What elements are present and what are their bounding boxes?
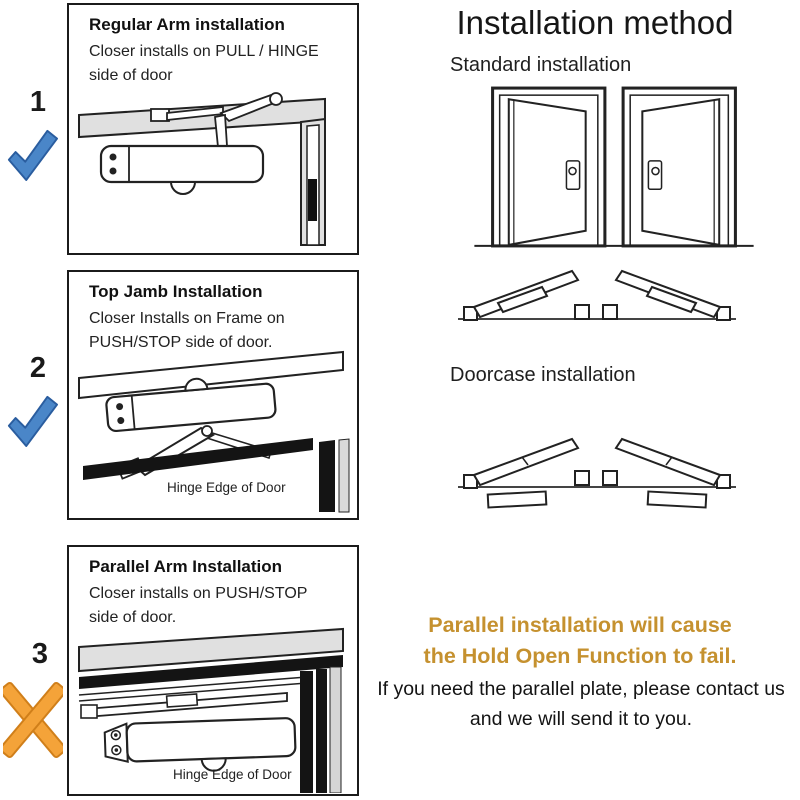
standard-installation-plan-figure [458, 269, 736, 321]
standard-installation-doors-figure [474, 86, 754, 248]
doorcase-installation-plan-figure [458, 437, 736, 509]
check-icon [7, 129, 59, 181]
step-number-2: 2 [29, 352, 47, 384]
standard-installation-heading: Standard installation [450, 54, 632, 76]
panel-description: Closer Installs on Frame on PUSH/STOP si… [89, 310, 285, 351]
panel-title: Top Jamb Installation [89, 282, 263, 301]
step-number-3: 3 [31, 638, 49, 670]
top-jamb-diagram [78, 350, 350, 513]
panel-title: Parallel Arm Installation [89, 557, 283, 576]
regular-arm-diagram [78, 92, 326, 246]
warning-line-1: Parallel installation will cause [428, 613, 732, 637]
cross-icon [3, 682, 63, 758]
panel-regular-arm: Regular Arm installation Closer installs… [67, 3, 359, 255]
panel-title: Regular Arm installation [89, 15, 285, 34]
panel-parallel-arm: Parallel Arm Installation Closer install… [67, 545, 359, 796]
parallel-arm-diagram [78, 627, 344, 793]
contact-note-text: If you need the parallel plate, please c… [366, 674, 796, 734]
check-icon [7, 395, 59, 447]
parallel-warning-text: Parallel installation will cause the Hol… [368, 610, 792, 671]
panel-description: Closer installs on PULL / HINGE side of … [89, 43, 319, 84]
panel-caption: Hinge Edge of Door [167, 480, 286, 495]
step-number-1: 1 [29, 86, 47, 118]
note-line-1: If you need the parallel plate, please c… [377, 678, 785, 700]
panel-top-jamb: Top Jamb Installation Closer Installs on… [67, 270, 359, 520]
page-title: Installation method [456, 4, 734, 41]
panel-description: Closer installs on PUSH/STOP side of doo… [89, 585, 308, 626]
note-line-2: and we will send it to you. [469, 708, 693, 731]
panel-caption: Hinge Edge of Door [173, 767, 292, 782]
warning-line-2: the Hold Open Function to fail. [423, 643, 737, 668]
doorcase-installation-heading: Doorcase installation [450, 364, 636, 386]
